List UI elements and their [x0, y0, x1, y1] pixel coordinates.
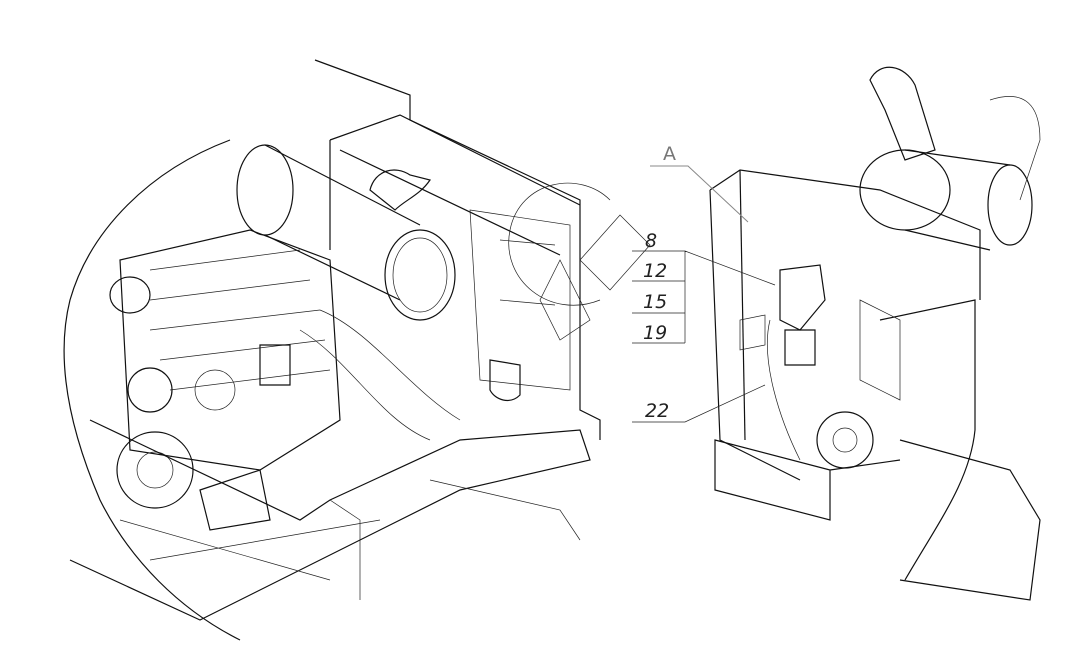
watermark-logo [508, 182, 651, 341]
callout-19: 19 [643, 322, 667, 344]
callout-8: 8 [645, 230, 657, 252]
callout-view-a: A [650, 143, 749, 223]
callout-12: 12 [643, 260, 667, 282]
callout-22: 22 [632, 384, 766, 423]
callout-15: 15 [643, 291, 667, 313]
callout-label: 22 [645, 400, 669, 422]
left-engine-assembly [63, 59, 601, 641]
callout-group: 8 12 15 19 [632, 230, 776, 344]
right-engine-assembly [709, 66, 1041, 601]
callout-label: A [663, 143, 676, 165]
